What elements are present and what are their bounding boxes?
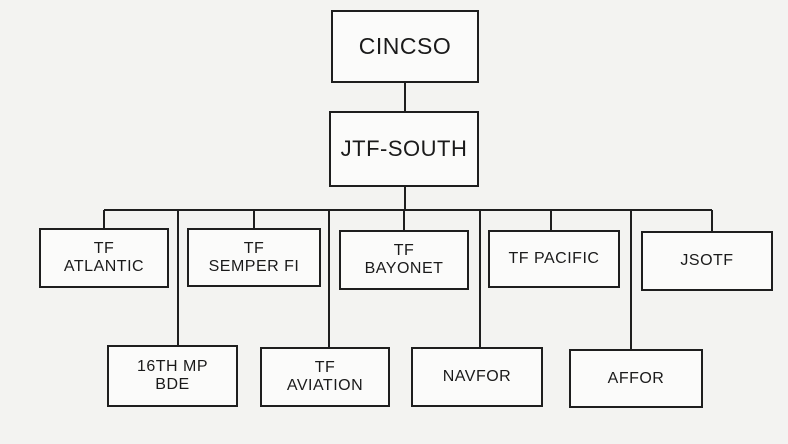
node-tf-semper-fi: TF SEMPER FI [187,228,321,287]
node-tf-bayonet: TF BAYONET [339,230,469,290]
node-navfor: NAVFOR [411,347,543,407]
node-tf-pacific: TF PACIFIC [488,230,620,288]
node-jtf-south: JTF-SOUTH [329,111,479,187]
node-affor: AFFOR [569,349,703,408]
node-tf-atlantic: TF ATLANTIC [39,228,169,288]
node-tf-aviation: TF AVIATION [260,347,390,407]
node-16th-mp-bde: 16TH MP BDE [107,345,238,407]
node-cincso: CINCSO [331,10,479,83]
node-jsotf: JSOTF [641,231,773,291]
